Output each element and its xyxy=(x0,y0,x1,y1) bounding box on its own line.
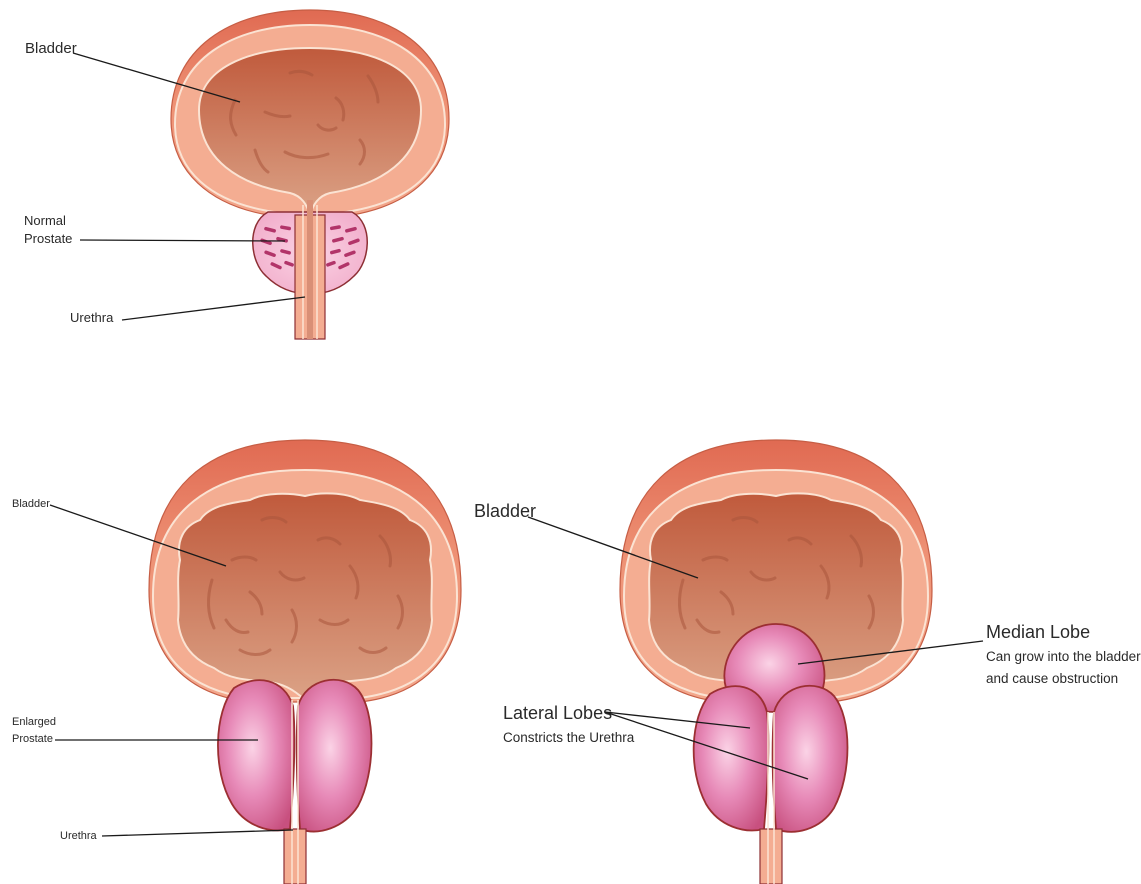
lateral-lobe-right xyxy=(773,686,848,832)
enlarged-right-lobe xyxy=(297,680,372,832)
lobes-diagram: Bladder Median Lobe Can grow into the bl… xyxy=(474,440,1141,884)
enlarged-bladder-lumen xyxy=(178,493,432,700)
median-lobe-desc-line1: Can grow into the bladder xyxy=(986,649,1141,664)
median-lobe-label: Median Lobe xyxy=(986,622,1090,642)
normal-prostate-label-line2: Prostate xyxy=(24,231,72,246)
enlarged-bladder-label: Bladder xyxy=(12,498,50,510)
lateral-lobe-left xyxy=(694,686,769,830)
normal-prostate-label-line1: Normal xyxy=(24,213,66,228)
enlarged-prostate-label-line2: Prostate xyxy=(12,733,53,745)
normal-diagram: Bladder Normal Prostate Urethra xyxy=(24,10,449,339)
lateral-lobes-desc: Constricts the Urethra xyxy=(503,730,635,745)
enlarged-urethra xyxy=(284,829,306,884)
lobes-urethra xyxy=(760,829,782,884)
normal-urethra-label: Urethra xyxy=(70,310,114,325)
enlarged-urethra-label: Urethra xyxy=(60,830,98,842)
enlarged-left-lobe xyxy=(218,680,294,830)
enlarged-prostate-label-line1: Enlarged xyxy=(12,716,56,728)
normal-bladder-label: Bladder xyxy=(25,40,77,57)
lateral-lobes-label: Lateral Lobes xyxy=(503,703,612,723)
lobes-bladder-label: Bladder xyxy=(474,501,536,521)
enlarged-diagram: Bladder Enlarged Prostate Urethra xyxy=(12,440,461,884)
median-lobe-desc-line2: and cause obstruction xyxy=(986,671,1118,686)
